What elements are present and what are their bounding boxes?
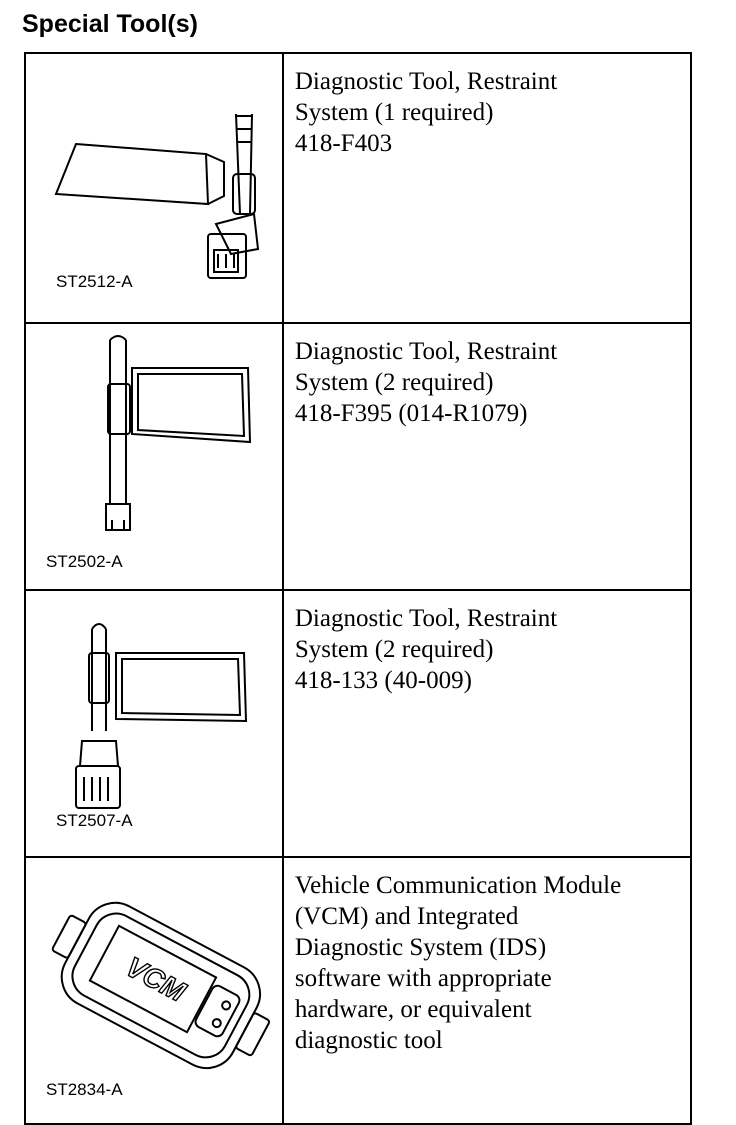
restraint-tool-418-f403-illustration bbox=[54, 113, 260, 279]
special-tools-table: ST2512-A Diagnostic Tool, Restraint Syst… bbox=[24, 52, 693, 1125]
figure-id-label: ST2502-A bbox=[46, 552, 123, 571]
tool-description: Diagnostic Tool, Restraint System (1 req… bbox=[294, 68, 558, 157]
tool-description: Diagnostic Tool, Restraint System (2 req… bbox=[294, 338, 558, 427]
restraint-tool-418-f395-illustration bbox=[105, 335, 252, 531]
table-row: ST2502-A Diagnostic Tool, Restraint Syst… bbox=[24, 322, 693, 591]
restraint-tool-418-133-illustration bbox=[75, 623, 248, 809]
tool-figure-cell: ST2507-A bbox=[24, 589, 284, 858]
figure-id-label: ST2507-A bbox=[56, 811, 133, 830]
tool-description: Vehicle Communication Module (VCM) and I… bbox=[294, 872, 622, 1054]
vcm-module-illustration: VCM bbox=[51, 901, 270, 1070]
tool-description-cell: Diagnostic Tool, Restraint System (2 req… bbox=[281, 322, 693, 591]
table-row: ST2507-A Diagnostic Tool, Restraint Syst… bbox=[24, 589, 693, 858]
tool-description-cell: Diagnostic Tool, Restraint System (1 req… bbox=[281, 52, 693, 324]
tool-description-cell: Diagnostic Tool, Restraint System (2 req… bbox=[281, 589, 693, 858]
tool-figure-cell: ST2502-A bbox=[24, 322, 284, 591]
table-row: ST2512-A Diagnostic Tool, Restraint Syst… bbox=[24, 52, 693, 324]
tool-description: Diagnostic Tool, Restraint System (2 req… bbox=[294, 605, 558, 694]
figure-id-label: ST2834-A bbox=[46, 1080, 123, 1099]
tool-figure-cell: VCM ST2834-A bbox=[24, 856, 284, 1125]
page-title: Special Tool(s) bbox=[22, 10, 198, 38]
tool-figure-cell: ST2512-A bbox=[24, 52, 284, 324]
figure-id-label: ST2512-A bbox=[56, 272, 133, 291]
tool-description-cell: Vehicle Communication Module (VCM) and I… bbox=[281, 856, 693, 1125]
table-row: VCM ST2834-A Vehicle Communication Modul… bbox=[24, 856, 693, 1125]
